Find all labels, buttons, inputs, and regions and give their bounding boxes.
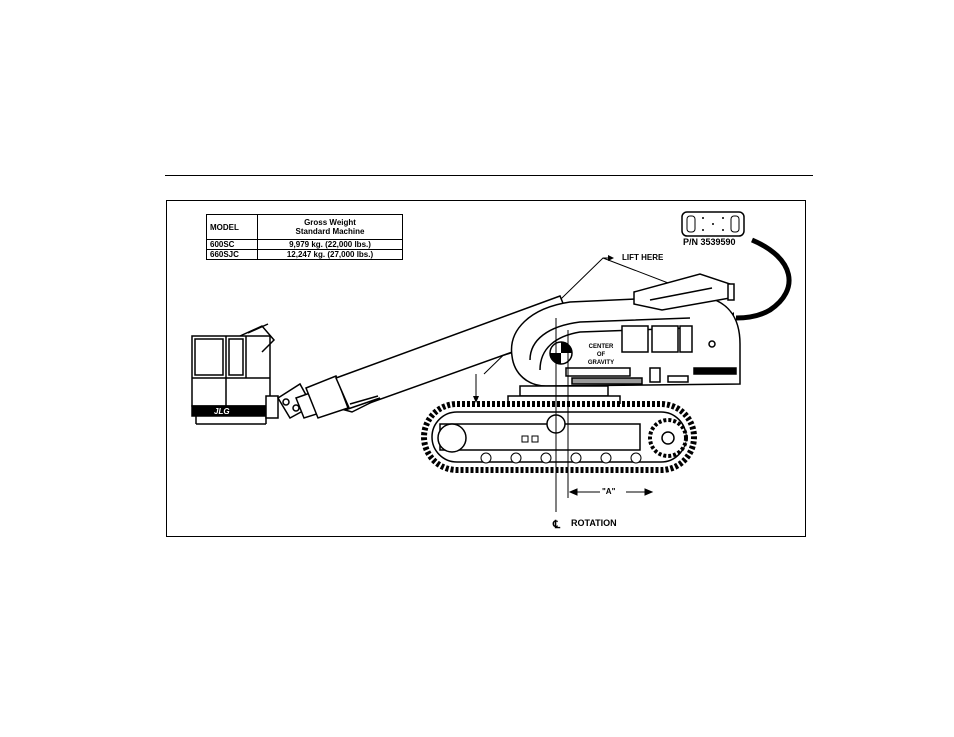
centerline-icon: ℄ <box>553 518 560 531</box>
gross-weight-table: MODEL Gross Weight Standard Machine 600S… <box>206 214 403 260</box>
center-of-gravity-icon <box>550 342 572 364</box>
decal-plate-icon <box>682 212 744 236</box>
rotation-label: ROTATION <box>571 518 617 528</box>
table-row: 600SC 9,979 kg. (22,000 lbs.) <box>207 240 403 250</box>
header-gross-weight: Gross Weight Standard Machine <box>258 215 403 240</box>
row-weight: 12,247 kg. (27,000 lbs.) <box>258 250 403 260</box>
row-model: 660SJC <box>207 250 258 260</box>
cog-line2: OF <box>584 351 618 359</box>
row-model: 600SC <box>207 240 258 250</box>
platform-basket <box>192 324 274 424</box>
dimension-a-label: "A" <box>602 487 615 496</box>
turntable <box>508 274 740 412</box>
brand-logo: JLG <box>214 407 230 416</box>
cog-line3: GRAVITY <box>584 359 618 367</box>
decal-arrow <box>736 240 789 318</box>
cog-line1: CENTER <box>584 343 618 351</box>
table-row: 660SJC 12,247 kg. (27,000 lbs.) <box>207 250 403 260</box>
lift-here-label: LIFT HERE <box>622 253 663 262</box>
header-model: MODEL <box>207 215 258 240</box>
table-header-row: MODEL Gross Weight Standard Machine <box>207 215 403 240</box>
crawler-track <box>424 404 694 470</box>
header-weight-line2: Standard Machine <box>261 227 399 236</box>
row-weight: 9,979 kg. (22,000 lbs.) <box>258 240 403 250</box>
part-number-label: P/N 3539590 <box>683 237 736 247</box>
center-of-gravity-label: CENTER OF GRAVITY <box>584 343 618 367</box>
header-weight-line1: Gross Weight <box>261 218 399 227</box>
